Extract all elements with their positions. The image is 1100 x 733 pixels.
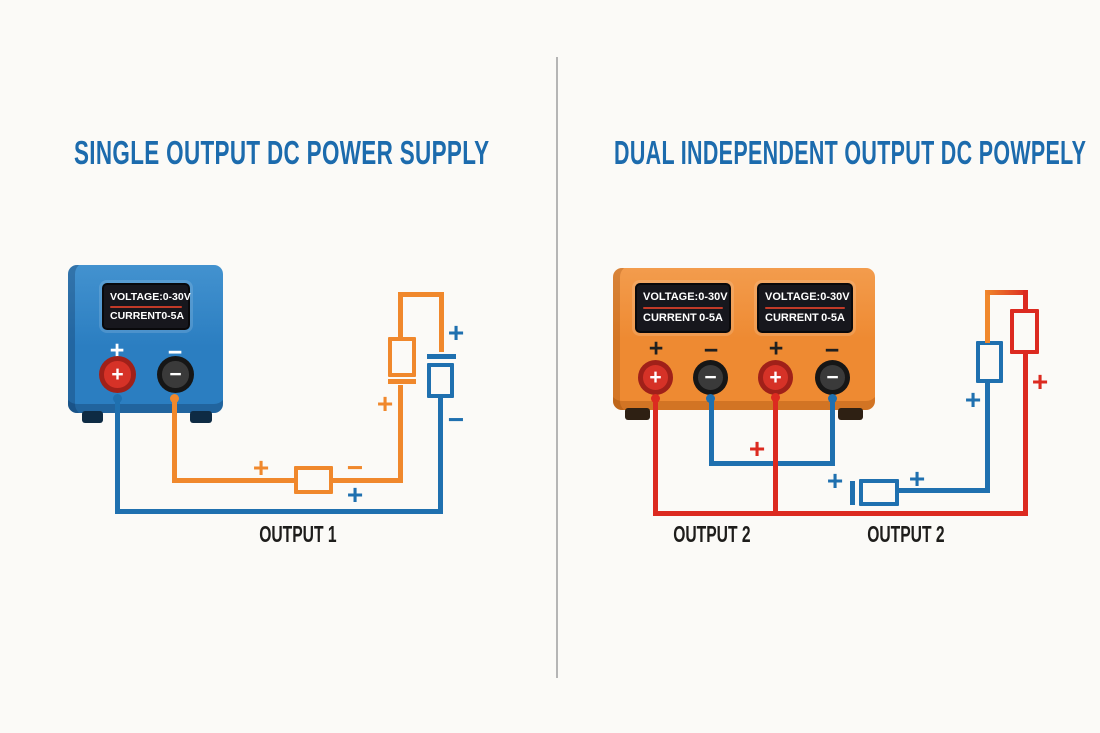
psu-display-screen-2: VOLTAGE: 0-30V CURRENT 0-5A (757, 283, 853, 333)
psu-foot (82, 411, 103, 423)
polarity-mark: + (1031, 366, 1049, 397)
display-voltage-row: VOLTAGE: 0-30V (765, 291, 850, 304)
current-value: 0-5A (699, 312, 723, 325)
dual-output-psu: VOLTAGE: 0-30V CURRENT 0-5A VOLTAGE: 0-3… (613, 268, 875, 420)
negative-terminal-1: − (693, 360, 728, 395)
polarity-mark: + (964, 384, 982, 415)
positive-terminal: + (99, 356, 136, 393)
wire-segment (830, 398, 835, 466)
display-current-row: CURRENT 0-5A (765, 312, 845, 325)
load-resistor-symbol (294, 466, 333, 494)
voltage-value: 0-30V (698, 291, 728, 304)
wire-segment (709, 461, 835, 466)
component-symbol (1010, 309, 1039, 354)
polarity-mark: + (252, 452, 270, 483)
minus-icon: − (820, 365, 845, 390)
psu-display-screen: VOLTAGE: 0-30V CURRENT 0-5A (102, 283, 191, 330)
wire-segment (653, 511, 1028, 516)
wire-segment (115, 509, 443, 514)
positive-terminal-2: + (758, 360, 793, 395)
output-2-label-left: OUTPUT 2 (673, 521, 751, 547)
current-label: CURRENT (643, 312, 697, 325)
polarity-mark: + (826, 465, 844, 496)
wire-segment (172, 478, 298, 483)
display-voltage-row: VOLTAGE: 0-30V (643, 291, 728, 304)
polarity-mark: − (447, 404, 465, 435)
wire-segment (1023, 290, 1028, 312)
current-label: CURRENT (765, 312, 819, 325)
left-panel-title: SINGLE OUTPUT DC POWER SUPPLY (74, 134, 490, 171)
polarity-mark: + (376, 388, 394, 419)
polarity-mark: + (346, 479, 364, 510)
wire-segment (985, 381, 990, 493)
capacitor-plate (427, 354, 456, 359)
wire-segment (896, 488, 990, 493)
wire-segment (653, 398, 658, 516)
voltage-label: VOLTAGE: (765, 291, 821, 304)
wire-connector-dot (771, 393, 780, 402)
voltage-label: VOLTAGE: (643, 291, 699, 304)
wire-segment (985, 290, 990, 343)
wire-segment (398, 292, 403, 337)
psu-foot (838, 408, 863, 420)
wire-segment (398, 385, 403, 483)
psu-foot (190, 411, 212, 423)
single-output-psu: VOLTAGE: 0-30V CURRENT 0-5A + − + − (68, 265, 223, 423)
plus-icon: + (763, 365, 788, 390)
wire-segment (398, 292, 444, 297)
display-current-row: CURRENT 0-5A (643, 312, 723, 325)
wire-segment (1023, 352, 1028, 516)
wire-segment (985, 290, 1028, 295)
capacitor-plate (850, 481, 855, 505)
current-value: 0-5A (161, 310, 185, 323)
wire-segment (773, 398, 778, 514)
wire-segment (329, 478, 403, 483)
voltage-value: 0-30V (820, 291, 850, 304)
display-current-row: CURRENT 0-5A (110, 310, 185, 323)
wire-segment (438, 398, 443, 514)
wire-segment (115, 398, 120, 512)
current-value: 0-5A (821, 312, 845, 325)
negative-terminal-label: − (703, 336, 719, 365)
psu-foot (625, 408, 650, 420)
component-symbol (427, 363, 454, 398)
plus-icon: + (643, 365, 668, 390)
load-resistor-symbol (859, 479, 899, 506)
positive-terminal-1: + (638, 360, 673, 395)
screen-divider-line (643, 306, 723, 309)
component-symbol (388, 337, 416, 377)
right-panel-title: DUAL INDEPENDENT OUTPUT DC POWPELY (614, 134, 1087, 171)
polarity-mark: + (447, 317, 465, 348)
output-2-label-right: OUTPUT 2 (867, 521, 945, 547)
panel-divider (556, 57, 558, 678)
screen-divider-line (765, 306, 845, 309)
negative-terminal-2: − (815, 360, 850, 395)
plus-icon: + (104, 361, 131, 388)
negative-terminal: − (157, 356, 194, 393)
wire-segment (172, 398, 177, 483)
polarity-mark: + (908, 463, 926, 494)
voltage-label: VOLTAGE: (110, 290, 163, 303)
voltage-value: 0-30V (162, 290, 191, 303)
polarity-mark: − (346, 452, 364, 483)
display-voltage-row: VOLTAGE: 0-30V (110, 290, 191, 303)
wire-segment (439, 292, 444, 352)
psu-display-screen-1: VOLTAGE: 0-30V CURRENT 0-5A (635, 283, 731, 333)
minus-icon: − (162, 361, 189, 388)
minus-icon: − (698, 365, 723, 390)
positive-terminal-label: + (768, 334, 784, 363)
positive-terminal-label: + (648, 334, 664, 363)
output-1-label: OUTPUT 1 (259, 521, 337, 547)
current-label: CURRENT (110, 310, 162, 323)
polarity-mark: + (748, 433, 766, 464)
component-symbol (976, 341, 1003, 383)
wire-segment (709, 398, 714, 466)
capacitor-plate (388, 379, 416, 384)
screen-divider-line (110, 305, 182, 308)
negative-terminal-label: − (824, 336, 840, 365)
